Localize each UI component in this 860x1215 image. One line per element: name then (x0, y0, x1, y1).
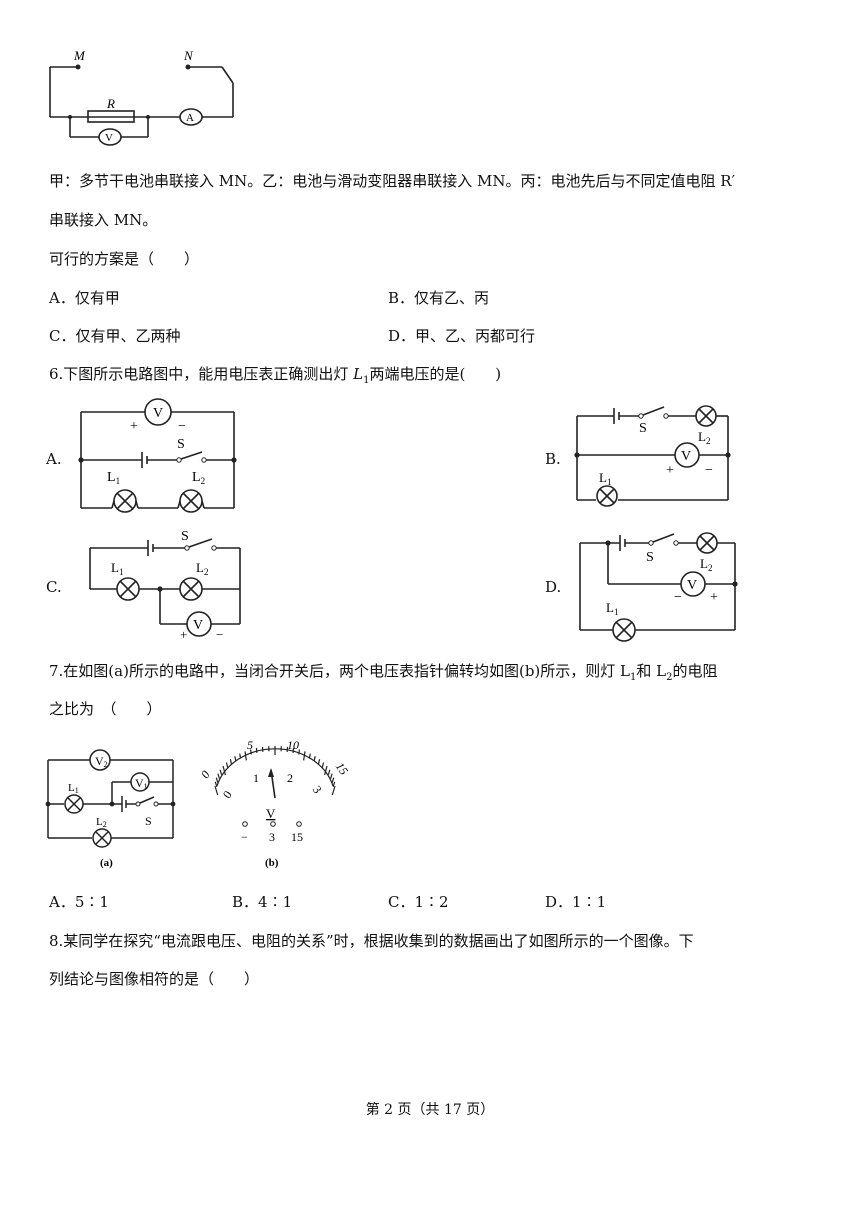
upper-scale-0: 0 (198, 768, 213, 781)
voltmeter-v2-label: V2 (95, 754, 108, 769)
dial-tick (298, 749, 300, 755)
q7-figure-b-meter: 0 5 10 15 0 1 2 3 V − 3 15 (b) (198, 738, 351, 869)
q5-option-d[interactable]: D．甲、乙、丙都可行 (388, 327, 536, 345)
q6-option-a-label[interactable]: A. (46, 450, 62, 468)
dial-tick (330, 773, 333, 779)
circuit-b: V S L2 + − L1 (574, 405, 731, 507)
q5-prompt: 可行的方案是（ ） (49, 250, 200, 268)
circuit-d: V S L2 − + L1 (579, 532, 738, 642)
terminal-15: 15 (291, 830, 303, 844)
voltmeter-symbol: V (193, 618, 203, 633)
q6-option-c-label[interactable]: C. (46, 578, 62, 596)
switch-label: S (177, 437, 185, 452)
q6-option-b-label[interactable]: B. (545, 450, 561, 468)
lamp-l1-label: L1 (107, 470, 120, 486)
voltmeter-symbol: V (153, 406, 163, 421)
switch-label: S (181, 529, 189, 544)
dial-tick (321, 762, 325, 768)
circuit-a: V + − S L1 L2 (78, 398, 237, 513)
minus-terminal: − (705, 463, 713, 478)
lamp-l1-label: L1 (68, 782, 79, 795)
dial-tick (219, 769, 223, 775)
plus-terminal: + (130, 419, 138, 434)
lower-scale-2: 2 (287, 771, 293, 785)
q5-option-a[interactable]: A．仅有甲 (49, 289, 120, 307)
q6-stem: 6.下图所示电路图中，能用电压表正确测出灯 L1两端电压的是( ) (49, 365, 502, 386)
q6-lamp-symbol: L (353, 365, 364, 383)
figure-a-caption: (a) (100, 857, 113, 869)
upper-scale-15: 15 (333, 760, 351, 778)
q5-scheme-line-1: 甲：多节干电池串联接入 MN。乙：电池与滑动变阻器串联接入 MN。丙：电池先后与… (49, 172, 735, 190)
plus-terminal: + (666, 463, 674, 478)
dial-tick (225, 762, 229, 768)
q6-option-d-label[interactable]: D. (545, 578, 562, 596)
dial-tick (332, 781, 336, 787)
lamp-l2-label: L2 (96, 816, 107, 829)
q5-option-c[interactable]: C．仅有甲、乙两种 (49, 327, 181, 345)
dial-tick (244, 751, 247, 761)
terminal-negative: − (241, 830, 248, 844)
lamp-l2-label: L2 (698, 429, 710, 446)
dial-tick (303, 751, 306, 761)
q7-option-c[interactable]: C．1∶2 (388, 893, 449, 911)
lower-scale-0: 0 (220, 788, 235, 801)
dial-tick (324, 765, 328, 776)
resistor-r-label: R (106, 96, 115, 111)
lower-scale-1: 1 (253, 771, 259, 785)
lamp-l2-label: L2 (700, 556, 712, 573)
switch-label: S (646, 550, 654, 565)
lower-scale-3: 3 (310, 783, 325, 796)
dial-tick (215, 777, 219, 783)
mn-circuit-figure: M N R A V (49, 48, 234, 146)
terminal-3: 3 (269, 830, 275, 844)
lamp-l2-label: L2 (192, 470, 205, 486)
dial-tick (222, 765, 226, 776)
q5-option-b[interactable]: B．仅有乙、丙 (388, 289, 490, 307)
lamp-l1-label: L1 (111, 560, 123, 577)
circuit-c: V S L1 L2 + − (89, 529, 241, 641)
voltmeter-symbol: V (681, 449, 691, 464)
plus-terminal: + (180, 627, 187, 641)
switch-label: S (145, 814, 152, 828)
voltmeter-v1-label: V1 (135, 776, 148, 791)
q5-scheme-line-2: 串联接入 MN。 (49, 211, 158, 229)
minus-terminal: − (216, 627, 223, 641)
dial-tick (229, 759, 233, 765)
plus-terminal: + (710, 590, 718, 605)
point-n-label: N (183, 48, 194, 63)
upper-scale-5: 5 (247, 738, 253, 752)
q7-stem-line-2: 之比为 （ ） (49, 700, 162, 718)
lamp-l1-label: L1 (599, 470, 611, 487)
figure-b-caption: (b) (265, 857, 279, 869)
lamp-l1-label: L1 (606, 600, 618, 617)
voltmeter-symbol: V (687, 578, 697, 593)
q8-stem-line-2: 列结论与图像相符的是（ ） (49, 970, 260, 988)
voltmeter-label: V (105, 132, 113, 144)
dial-tick (217, 773, 220, 779)
q7-stem-line-1: 7.在如图(a)所示的电路中，当闭合开关后，两个电压表指针偏转均如图(b)所示，… (49, 662, 718, 683)
switch-label: S (639, 421, 647, 436)
dial-tick (250, 749, 252, 755)
meter-unit-label: V (266, 806, 276, 821)
q8-stem-line-1: 8.某同学在探究“电流跟电压、电阻的关系”时，根据收集到的数据画出了如图所示的一… (49, 932, 694, 950)
dial-tick (214, 781, 218, 787)
minus-terminal: − (178, 419, 186, 434)
dial-tick (214, 785, 219, 796)
upper-scale-10: 10 (287, 738, 299, 752)
page-footer: 第 2 页（共 17 页） (365, 1102, 495, 1118)
q7-option-d[interactable]: D．1∶1 (545, 893, 607, 911)
q7-figure-a-circuit: V2 V1 L1 L2 S (a) (45, 749, 176, 869)
minus-terminal: − (674, 590, 682, 605)
dial-tick (317, 759, 321, 765)
point-m-label: M (73, 48, 86, 63)
ammeter-label: A (186, 112, 194, 124)
dial-tick (327, 769, 331, 775)
lamp-l2-label: L2 (196, 560, 208, 577)
dial-tick (331, 785, 336, 796)
q7-option-b[interactable]: B．4∶1 (232, 893, 293, 911)
q7-option-a[interactable]: A．5∶1 (49, 893, 109, 911)
dial-tick (331, 777, 335, 783)
